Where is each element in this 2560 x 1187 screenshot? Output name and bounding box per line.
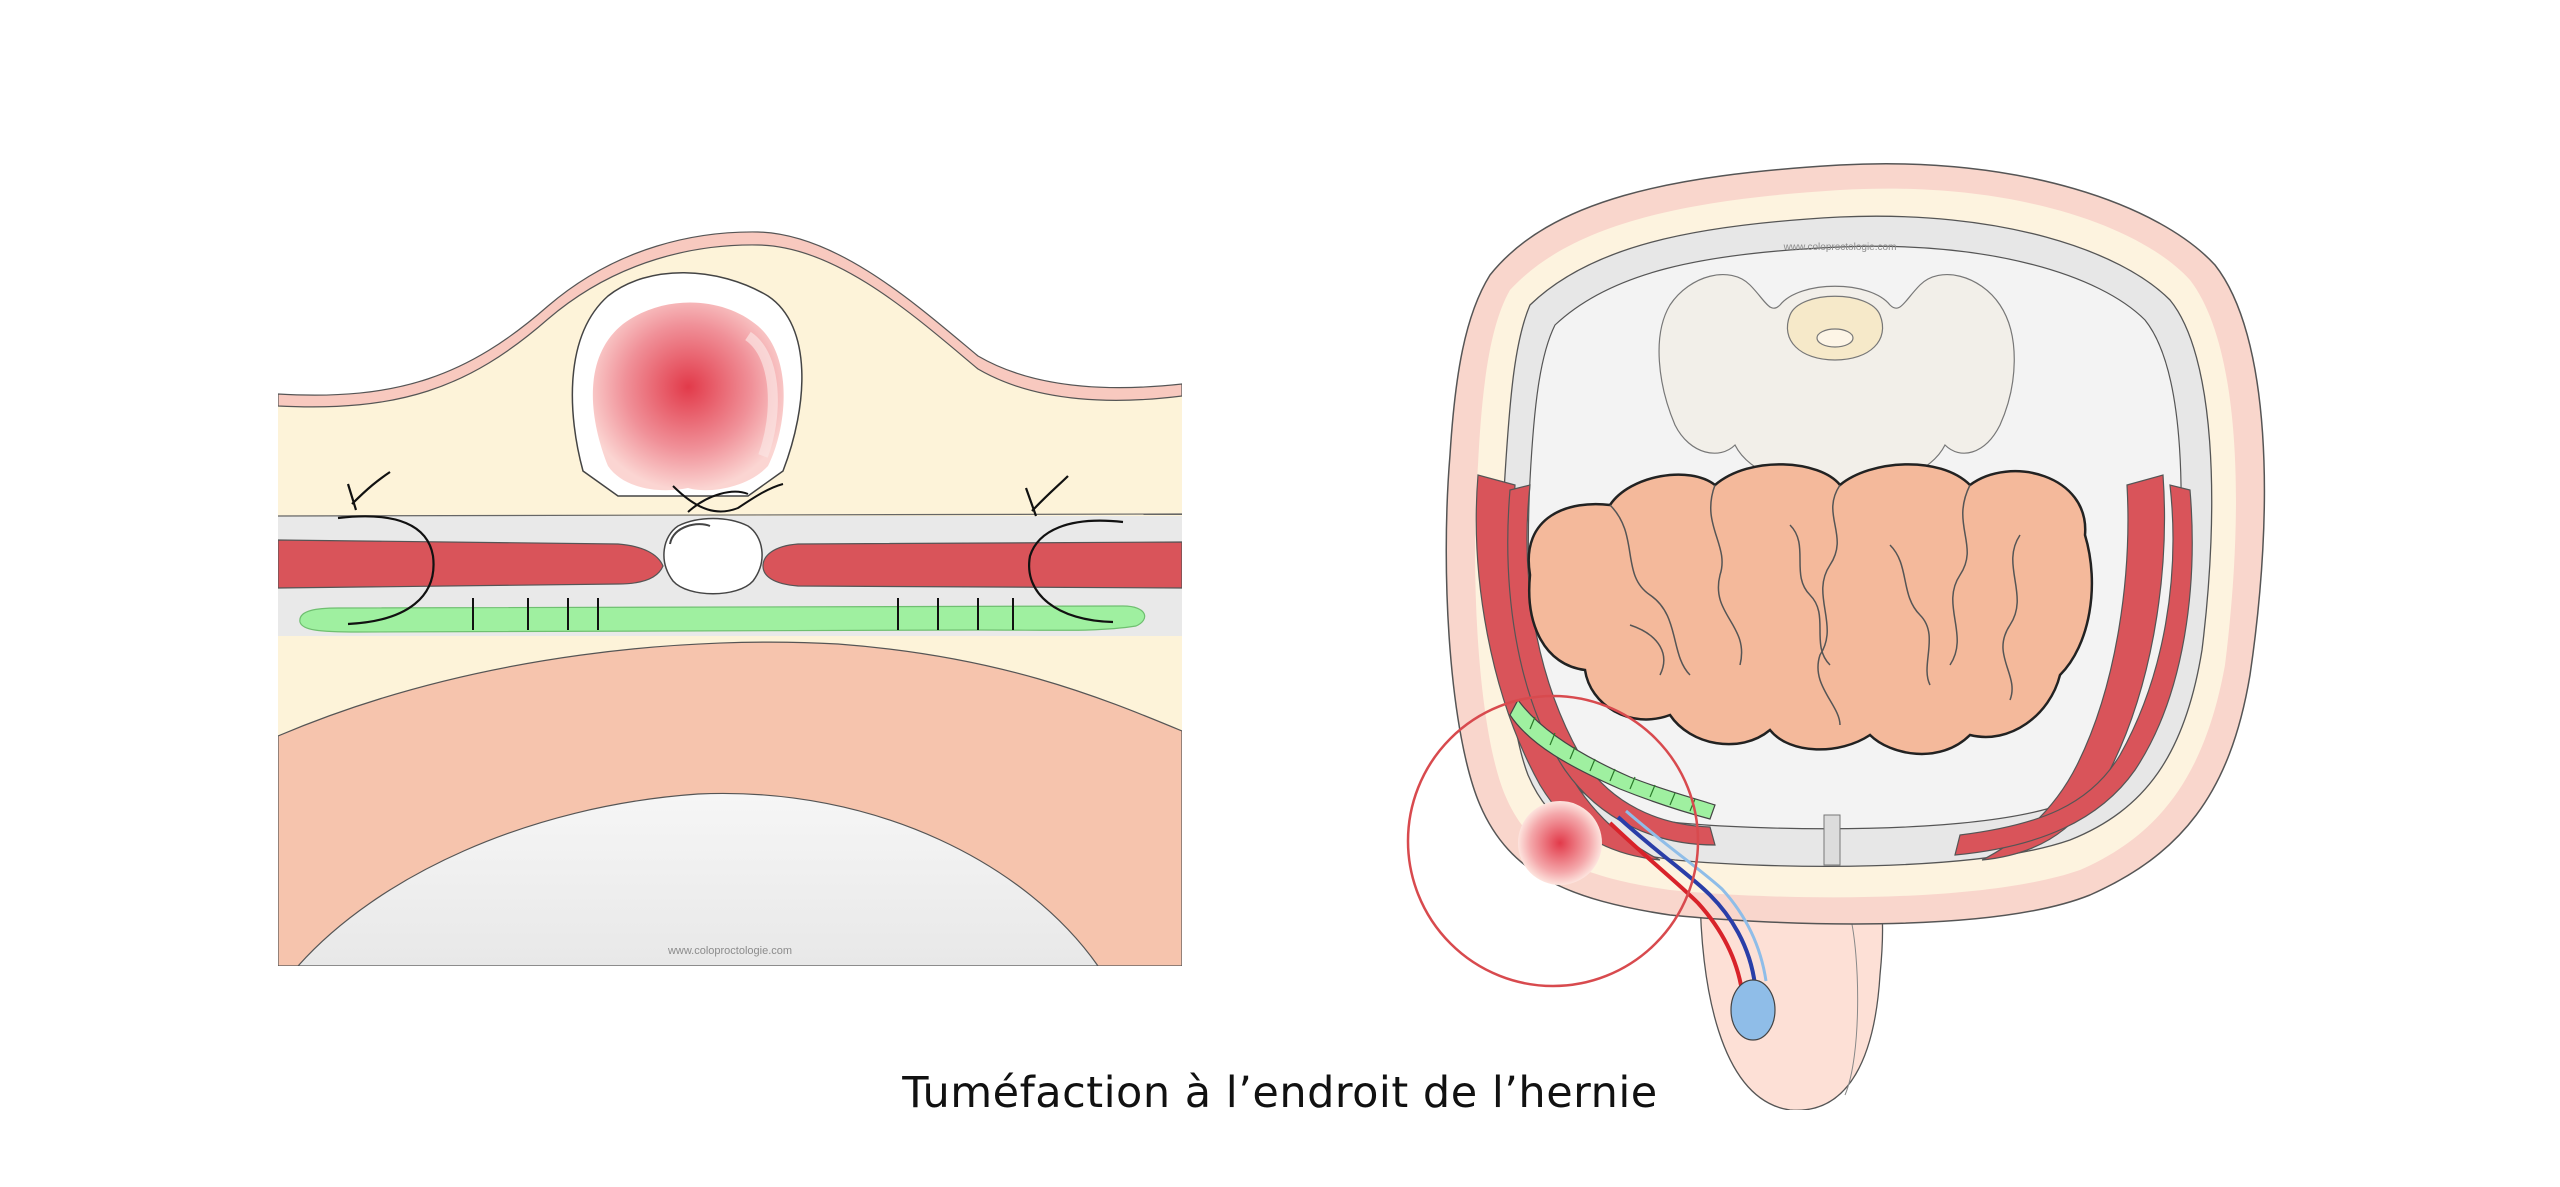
bulge-highlight <box>744 331 778 458</box>
hernia-swelling <box>1518 801 1602 885</box>
rectus-muscle-left <box>278 539 664 589</box>
diagram-caption: Tuméfaction à l’endroit de l’hernie <box>902 1068 1658 1118</box>
vertebra <box>1658 274 2015 491</box>
hernia-content <box>592 302 784 491</box>
small-intestine <box>1527 463 2094 756</box>
suture-loop-left <box>337 515 435 626</box>
watermark-right: www.coloproctologie.com <box>1783 242 1897 253</box>
external-genitalia <box>1699 879 1884 1110</box>
lateral-muscle-right <box>1981 474 2166 861</box>
skin-outside <box>278 226 1182 396</box>
vas-deferens <box>1625 809 1768 982</box>
abdominal-cross-section-diagram: www.coloproctologie.com <box>1370 155 2300 1110</box>
suture-knot-right <box>1024 475 1069 517</box>
vessel-vein <box>1616 815 1757 986</box>
suture-knot-left <box>346 471 391 511</box>
hernia-highlight-circle <box>1406 694 1700 988</box>
abdominal-wall-section-svg: www.coloproctologie.com <box>278 226 1182 966</box>
peritoneal-cavity <box>297 792 1099 966</box>
rectus-muscle-right-inner <box>1954 484 2193 856</box>
vessel-artery <box>1608 821 1744 992</box>
intestine-folds <box>1609 484 2021 726</box>
linea-alba <box>1823 814 1841 866</box>
watermark-left: www.coloproctologie.com <box>667 945 792 957</box>
suture-loop-right <box>1028 519 1124 624</box>
abdominal-cross-section-svg: www.coloproctologie.com <box>1406 162 2266 1110</box>
mesh-fixation-sutures <box>472 598 1014 630</box>
rectus-muscle-right <box>762 541 1182 589</box>
fascial-defect <box>663 517 763 595</box>
skin-layer <box>278 231 1182 408</box>
testis <box>1730 979 1776 1041</box>
spinal-canal <box>1786 295 1884 361</box>
suture-knot-center <box>672 483 784 513</box>
abdominal-wall-section-diagram: www.coloproctologie.com <box>278 226 1182 966</box>
groin-mesh <box>1509 698 1716 820</box>
prosthetic-mesh <box>299 605 1146 633</box>
